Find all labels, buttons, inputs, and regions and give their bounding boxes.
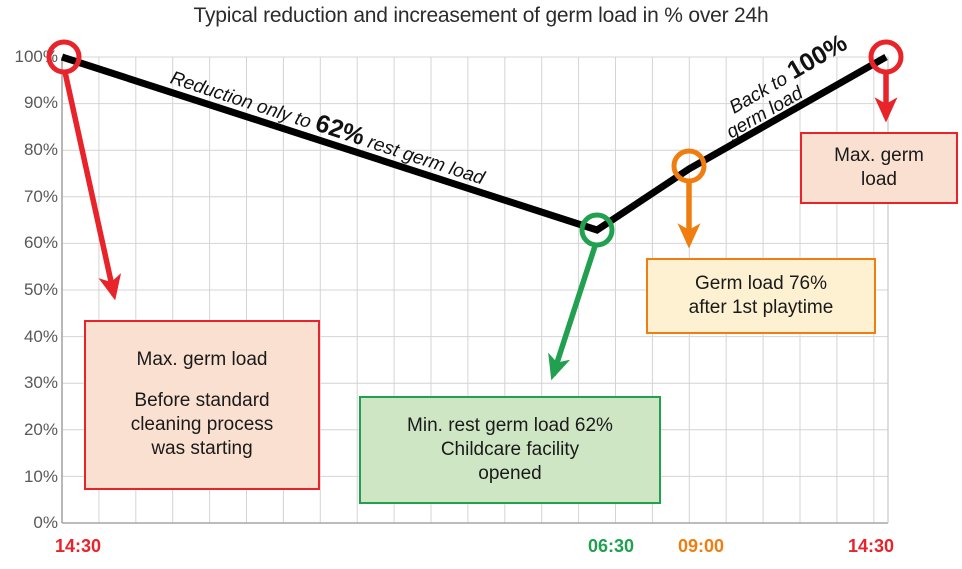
y-tick-60: 60%	[23, 233, 58, 252]
callout-min-line3: opened	[478, 463, 542, 485]
y-tick-30: 30%	[23, 373, 58, 392]
x-tick-start-1430: 14:30	[54, 536, 102, 556]
arrow-min-to-callout	[548, 245, 598, 381]
y-axis: 100% 90% 80% 70% 60% 50% 40% 30% 20% 10%…	[0, 0, 58, 569]
x-tick-end-1430: 14:30	[847, 536, 895, 556]
callout-start-line3: cleaning process	[130, 414, 274, 435]
y-tick-90: 90%	[23, 93, 58, 112]
callout-start-max-germ-load: Max. germ load Before standard cleaning …	[84, 320, 320, 490]
marker-start-100	[46, 39, 82, 75]
arrow-start-to-callout	[62, 71, 122, 301]
callout-min-line1: Min. rest germ load 62%	[407, 414, 613, 436]
y-tick-80: 80%	[23, 140, 58, 159]
y-tick-20: 20%	[23, 420, 58, 439]
callout-playtime-line2: after 1st playtime	[688, 297, 834, 318]
y-tick-0: 0%	[33, 513, 58, 532]
marker-playtime-76	[671, 148, 707, 184]
callout-start-line2: Before standard	[134, 389, 270, 411]
callout-start-line4: was starting	[151, 438, 253, 460]
callout-end-max-germ-load: Max. germ load	[800, 132, 958, 204]
callout-playtime-germ-load: Germ load 76% after 1st playtime	[646, 258, 876, 334]
callout-min-line2: Childcare facility	[440, 438, 580, 460]
callout-playtime-line1: Germ load 76%	[694, 272, 827, 294]
marker-min-62	[579, 212, 615, 248]
y-tick-70: 70%	[23, 187, 58, 206]
y-tick-40: 40%	[23, 327, 58, 346]
germ-load-line	[60, 53, 888, 234]
callout-end-line1: Max. germ	[834, 144, 924, 166]
y-tick-50: 50%	[23, 280, 58, 299]
x-tick-0900: 09:00	[677, 536, 725, 556]
x-tick-0630: 06:30	[587, 536, 635, 556]
y-tick-10: 10%	[23, 467, 58, 486]
chart-title: Typical reduction and increasement of ge…	[193, 4, 769, 27]
callout-end-line2: load	[861, 169, 897, 190]
callout-start-line1: Max. germ load	[136, 349, 268, 371]
callout-min-rest-germ-load: Min. rest germ load 62% Childcare facili…	[359, 396, 661, 504]
